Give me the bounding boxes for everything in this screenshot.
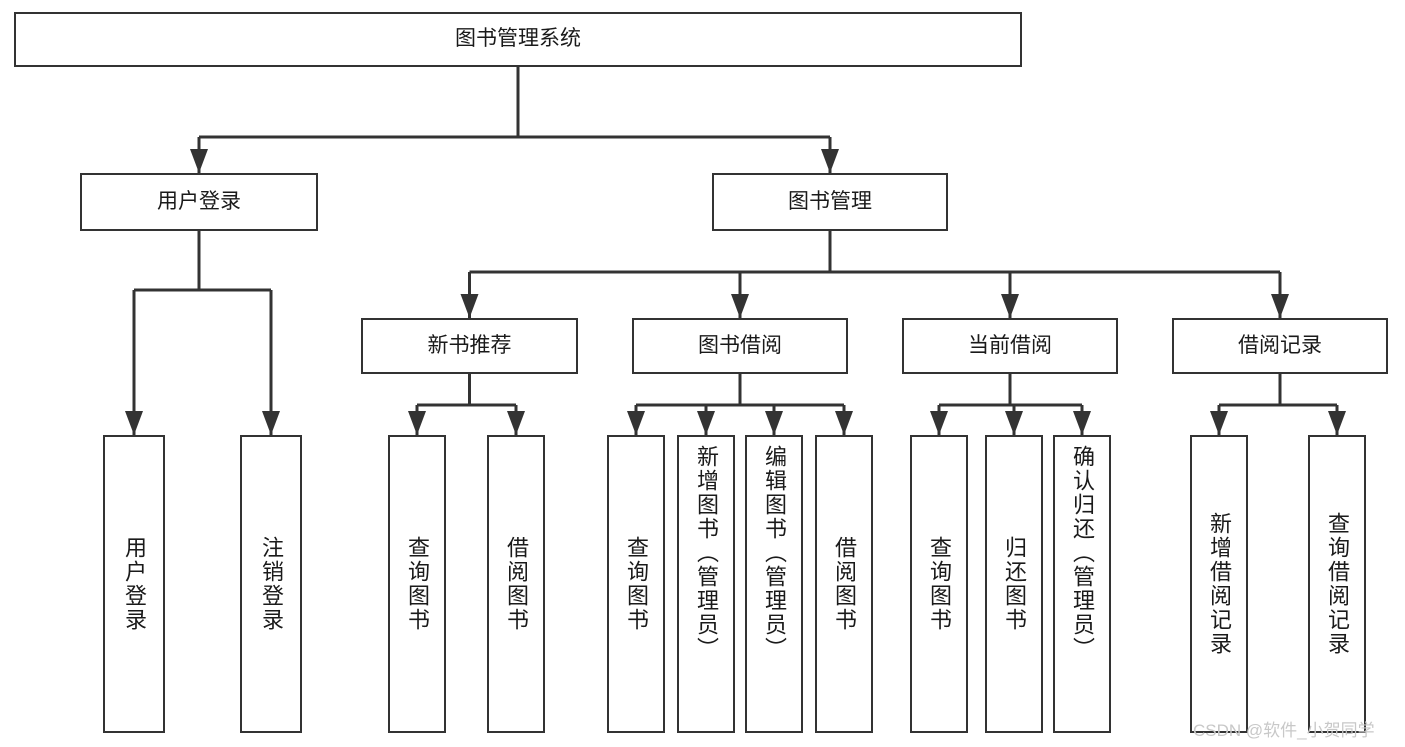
- node-rec-query[interactable]: 查询借阅记录: [1308, 435, 1366, 733]
- arrow-head-records: [1271, 294, 1289, 318]
- arrow-head-borrow: [731, 294, 749, 318]
- arrow-head-br-add: [697, 411, 715, 435]
- node-new-borrow[interactable]: 借阅图书: [487, 435, 545, 733]
- node-bookmgmt[interactable]: 图书管理: [712, 173, 948, 231]
- node-br-lend[interactable]: 借阅图书: [815, 435, 873, 733]
- node-label: 图书管理: [788, 189, 872, 213]
- node-label: 新书推荐: [427, 333, 512, 357]
- arrow-head-rec-query: [1328, 411, 1346, 435]
- arrow-head-login-do: [125, 411, 143, 435]
- node-login[interactable]: 用户登录: [80, 173, 318, 231]
- node-label: 图书管理系统: [455, 27, 581, 51]
- node-borrow[interactable]: 图书借阅: [632, 318, 848, 374]
- arrow-head-rec-add: [1210, 411, 1228, 435]
- arrow-head-login-out: [262, 411, 280, 435]
- node-label: 用户登录: [122, 536, 147, 632]
- node-rec-add[interactable]: 新增借阅记录: [1190, 435, 1248, 733]
- node-label: 借阅图书: [504, 536, 529, 632]
- arrow-head-cur-return: [1005, 411, 1023, 435]
- node-cur-query[interactable]: 查询图书: [910, 435, 968, 733]
- node-label: 新增图书（管理员）: [694, 445, 719, 661]
- arrow-head-bookmgmt: [821, 149, 839, 173]
- node-label: 编辑图书（管理员）: [762, 445, 787, 661]
- node-label: 注销登录: [259, 536, 284, 632]
- arrow-head-new-query: [408, 411, 426, 435]
- node-label: 借阅记录: [1238, 333, 1322, 357]
- node-cur-confirm[interactable]: 确认归还（管理员）: [1053, 435, 1111, 733]
- node-login-out[interactable]: 注销登录: [240, 435, 302, 733]
- node-label: 查询图书: [405, 536, 430, 632]
- node-label: 归还图书: [1002, 536, 1027, 632]
- node-records[interactable]: 借阅记录: [1172, 318, 1388, 374]
- node-label: 查询借阅记录: [1325, 512, 1350, 656]
- node-login-do[interactable]: 用户登录: [103, 435, 165, 733]
- arrow-head-cur-query: [930, 411, 948, 435]
- node-br-query[interactable]: 查询图书: [607, 435, 665, 733]
- node-current[interactable]: 当前借阅: [902, 318, 1118, 374]
- node-label: 确认归还（管理员）: [1070, 445, 1095, 661]
- arrow-head-newbook: [460, 294, 479, 318]
- node-label: 当前借阅: [968, 333, 1052, 357]
- node-label: 新增借阅记录: [1207, 512, 1232, 656]
- node-label: 借阅图书: [832, 536, 857, 632]
- node-label: 查询图书: [624, 536, 649, 632]
- node-newbook[interactable]: 新书推荐: [361, 318, 578, 374]
- node-label: 查询图书: [927, 536, 952, 632]
- node-cur-return[interactable]: 归还图书: [985, 435, 1043, 733]
- arrow-head-br-lend: [835, 411, 853, 435]
- arrow-head-login: [190, 149, 208, 173]
- arrow-head-br-query: [627, 411, 645, 435]
- node-label: 图书借阅: [698, 333, 782, 357]
- node-br-edit[interactable]: 编辑图书（管理员）: [745, 435, 803, 733]
- node-new-query[interactable]: 查询图书: [388, 435, 446, 733]
- arrow-head-br-edit: [765, 411, 783, 435]
- node-br-add[interactable]: 新增图书（管理员）: [677, 435, 735, 733]
- watermark-text: CSDN @软件_小贺同学: [1193, 721, 1375, 740]
- arrow-head-new-borrow: [507, 411, 525, 435]
- node-label: 用户登录: [157, 189, 241, 213]
- arrow-head-cur-confirm: [1073, 411, 1091, 435]
- node-root[interactable]: 图书管理系统: [14, 12, 1022, 67]
- arrow-head-current: [1001, 294, 1019, 318]
